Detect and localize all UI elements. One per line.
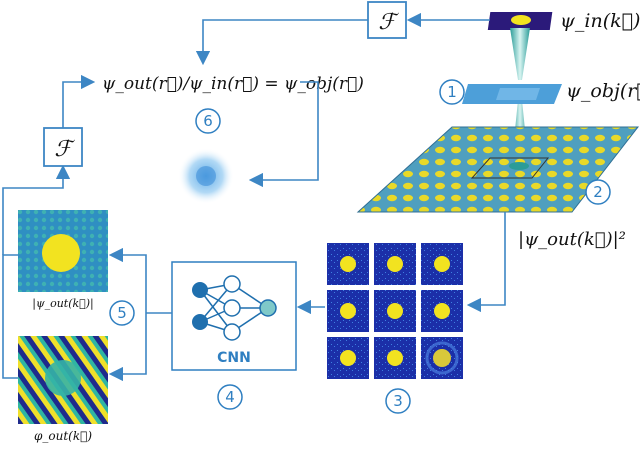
label-phi-out: φ_out(k⃗): [34, 429, 92, 443]
svg-text:1: 1: [447, 83, 457, 101]
object-plane: [462, 84, 562, 104]
cnn-box: CNN: [171, 261, 297, 371]
svg-text:6: 6: [203, 112, 213, 130]
arrow-equation-to-object: [248, 81, 319, 188]
arrows-cnn-to-outputs: [108, 247, 172, 382]
fourier-box-left: ℱ: [43, 127, 83, 167]
arrow-outputs-to-fourier: [2, 164, 71, 379]
diffraction-image-tile: [327, 290, 369, 332]
label-ratio-equation: ψ_out(r⃗)/ψ_in(r⃗) = ψ_obj(r⃗): [102, 74, 364, 94]
step-circle-5: 5: [109, 300, 135, 326]
diffraction-image-tile: [327, 243, 369, 285]
svg-text:ℱ: ℱ: [378, 10, 399, 35]
svg-text:3: 3: [393, 392, 403, 410]
arrow-fourier-top-to-equation: [195, 19, 368, 66]
fourier-box-top: ℱ: [367, 1, 407, 39]
reconstructed-object: [178, 148, 234, 204]
amplitude-output-image: [18, 210, 108, 292]
label-psi-obj: ψ_obj(r⃗): [566, 80, 640, 102]
svg-text:2: 2: [593, 183, 603, 201]
cnn-label: CNN: [217, 350, 251, 366]
step-circle-3: 3: [385, 388, 411, 414]
diffraction-image-tile: [374, 290, 416, 332]
label-psi-in: ψ_in(k⃗): [560, 10, 640, 32]
input-wavefield: [487, 12, 553, 30]
diffraction-image-grid: [327, 243, 463, 379]
step-circle-6: 6: [195, 108, 221, 134]
label-abs-psi-out: |ψ_out(k⃗)|: [32, 297, 94, 311]
diffraction-image-tile: [421, 290, 463, 332]
diffraction-image-tile: [374, 337, 416, 379]
diffraction-image-tile: [374, 243, 416, 285]
cnn-network-icon: [192, 275, 277, 341]
label-psi-out-sq: |ψ_out(k⃗)|²: [518, 229, 626, 250]
arrow-diffraction-to-grid: [466, 212, 506, 313]
diffraction-image-tile: [421, 337, 463, 379]
svg-text:ℱ: ℱ: [54, 137, 75, 162]
step-circle-2: 2: [585, 179, 611, 205]
arrow-fourier-to-equation: [62, 74, 96, 128]
diffraction-image-tile: [327, 337, 369, 379]
svg-text:4: 4: [225, 388, 235, 406]
step-circle-1: 1: [439, 79, 465, 105]
diffraction-plane: [356, 126, 640, 213]
diffraction-image-tile: [421, 243, 463, 285]
phase-output-image: [18, 336, 108, 424]
svg-text:5: 5: [117, 304, 127, 322]
step-circle-4: 4: [217, 384, 243, 410]
